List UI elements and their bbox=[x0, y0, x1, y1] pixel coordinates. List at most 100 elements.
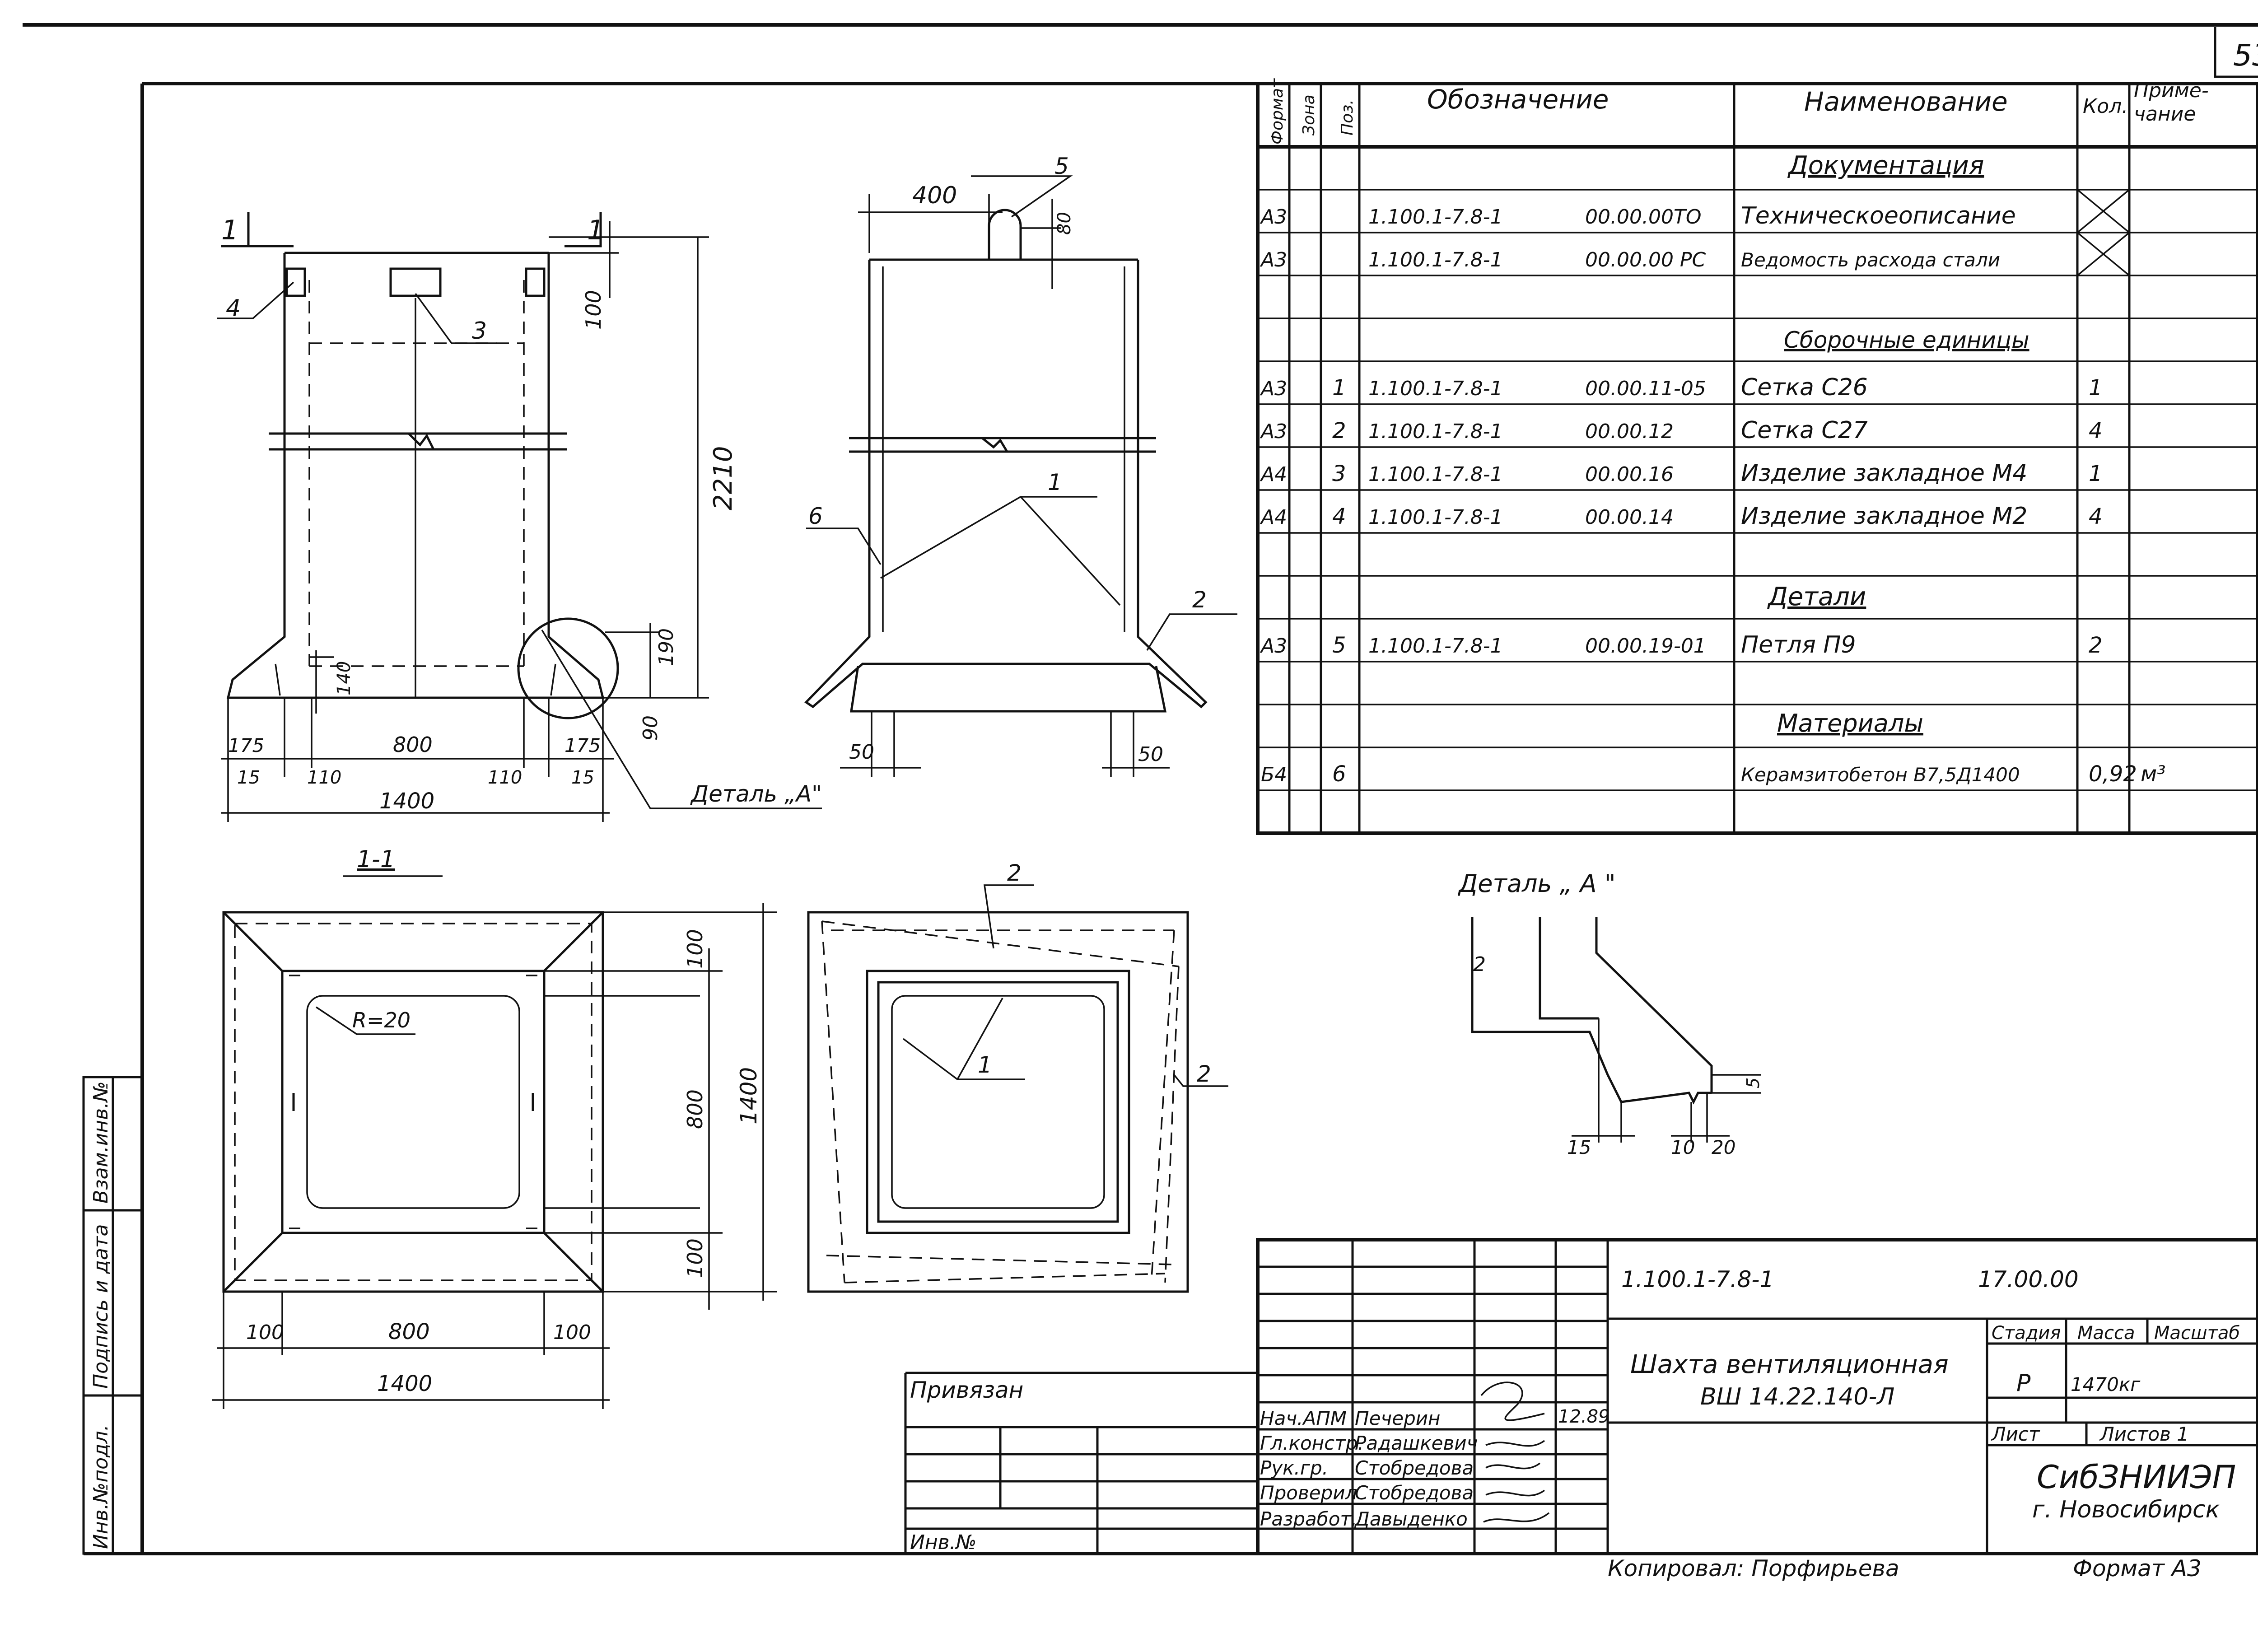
section-details: Детали bbox=[1767, 582, 1866, 611]
dim-1400-vert: 1400 bbox=[736, 1067, 762, 1125]
spec-cell-pos: 2 bbox=[1332, 418, 1346, 443]
tb-title-line2: ВШ 14.22.140-Л bbox=[1700, 1383, 1894, 1410]
tb-org: СибЗНИИЭП bbox=[2037, 1459, 2236, 1496]
dim-175-right: 175 bbox=[564, 734, 601, 756]
dim-50-right: 50 bbox=[1138, 743, 1163, 766]
tb-person: Печерин bbox=[1355, 1407, 1441, 1429]
crossed-qty-cells bbox=[2076, 189, 2130, 276]
tb-role: Проверил bbox=[1260, 1482, 1357, 1504]
tb-roles: Нач.АПМ ПечеринГл.констр.РадашкевичРук.гр… bbox=[1260, 1407, 1478, 1530]
stamp-replace-label: Взам.инв.№ bbox=[89, 1081, 112, 1204]
spec-cell-name: Изделие закладное М2 bbox=[1741, 503, 2027, 530]
dim-100-bottom: 100 bbox=[683, 1238, 707, 1278]
spec-cell-format: А3 bbox=[1260, 248, 1287, 271]
side-view: 5 6 1 2 400 80 50 50 bbox=[804, 153, 1237, 777]
sheet-number: 53 bbox=[2233, 38, 2258, 73]
tb-title-line1: Шахта вентиляционная bbox=[1630, 1350, 1949, 1379]
spec-cell-code: 1.100.1-7.8-1 bbox=[1368, 377, 1503, 400]
dim-400: 400 bbox=[912, 182, 957, 209]
spec-cell-note: м³ bbox=[2141, 761, 2165, 787]
callout-3: 3 bbox=[472, 317, 487, 345]
dim-80: 80 bbox=[1054, 212, 1075, 235]
tb-person: Радашкевич bbox=[1355, 1432, 1478, 1454]
inv-no-label: Инв.№ bbox=[910, 1531, 976, 1554]
spec-cell-code: 1.100.1-7.8-1 bbox=[1368, 420, 1503, 443]
section-documentation: Документация bbox=[1787, 151, 1984, 180]
embedded-part-m4 bbox=[389, 267, 442, 297]
spec-cell-sub: 00.00.11-05 bbox=[1585, 377, 1706, 400]
spec-cell-code: 1.100.1-7.8-1 bbox=[1368, 635, 1503, 658]
spec-cell-sub: 00.00.19-01 bbox=[1585, 635, 1706, 658]
embedded-part-m2 bbox=[285, 267, 306, 297]
tb-role: Нач.АПМ bbox=[1260, 1407, 1347, 1429]
title-block: Привязан Инв.№ 1.100.1-7.8-1 17.00.00 Ша… bbox=[904, 1238, 2258, 1582]
dim-800: 800 bbox=[393, 733, 433, 757]
dim-15-left: 15 bbox=[237, 767, 260, 788]
dim-100-right: 100 bbox=[553, 1321, 591, 1344]
tb-person: Стобредова bbox=[1355, 1482, 1474, 1504]
spec-cell-qty: 1 bbox=[2089, 461, 2103, 486]
dim-1400-front: 1400 bbox=[379, 789, 434, 814]
header-note: Приме-чание bbox=[2134, 79, 2209, 126]
tb-scale-label: Масштаб bbox=[2154, 1323, 2240, 1344]
lifting-loop bbox=[988, 209, 1022, 260]
dim-top-100: 100 bbox=[581, 290, 606, 330]
callout-1-plan: 1 bbox=[978, 1052, 992, 1078]
tb-copied: Копировал: Порфирьева bbox=[1608, 1555, 1899, 1582]
spec-cell-sub: 00.00.16 bbox=[1585, 463, 1674, 486]
dim-175-left: 175 bbox=[228, 734, 264, 756]
spec-cell-qty: 4 bbox=[2089, 418, 2103, 443]
spec-cell-sub: 00.00.12 bbox=[1585, 420, 1674, 443]
spec-table: Формат Зона Поз. Обозначение Наименовани… bbox=[1256, 78, 2258, 835]
spec-cell-name: Керамзитобетон В7,5Д1400 bbox=[1741, 764, 2020, 786]
header-format: Формат bbox=[1268, 78, 1287, 145]
tb-mass: 1470кг bbox=[2071, 1373, 2141, 1395]
dim-140: 140 bbox=[334, 661, 355, 695]
tb-date: 12.89 bbox=[1558, 1406, 1610, 1427]
spec-cell-pos: 3 bbox=[1332, 461, 1346, 486]
tb-role: Гл.констр. bbox=[1260, 1432, 1364, 1454]
tb-city: г. Новосибирск bbox=[2032, 1496, 2220, 1523]
detail-dim-10: 10 bbox=[1671, 1136, 1695, 1158]
spec-cell-code: 1.100.1-7.8-1 bbox=[1368, 506, 1503, 529]
spec-cell-qty: 0,92 bbox=[2089, 761, 2137, 787]
dim-800-horiz: 800 bbox=[388, 1319, 430, 1344]
section-assemblies: Сборочные единицы bbox=[1784, 327, 2029, 353]
dim-1400-horiz: 1400 bbox=[377, 1371, 432, 1396]
spec-cell-name: Ведомость расхода стали bbox=[1741, 249, 2000, 271]
spec-cell-qty: 4 bbox=[2089, 504, 2103, 529]
dim-height-2210: 2210 bbox=[709, 446, 738, 510]
callout-2-top: 2 bbox=[1007, 860, 1022, 886]
signatures bbox=[1480, 1381, 1550, 1523]
header-name: Наименование bbox=[1804, 86, 2008, 117]
spec-cell-format: А3 bbox=[1260, 205, 1287, 229]
spec-cell-format: А4 bbox=[1260, 506, 1287, 529]
dim-90: 90 bbox=[639, 715, 662, 741]
tb-person: Давыденко bbox=[1354, 1508, 1468, 1530]
dim-190: 190 bbox=[655, 628, 678, 666]
tb-designation: 1.100.1-7.8-1 bbox=[1621, 1266, 1774, 1293]
tb-stage-label: Стадия bbox=[1992, 1323, 2061, 1344]
callout-2-right: 2 bbox=[1197, 1061, 1211, 1087]
spec-cell-pos: 1 bbox=[1332, 375, 1346, 401]
spec-cell-name: Сетка С27 bbox=[1741, 417, 1868, 444]
spec-cell-name: Техническоеописание bbox=[1741, 202, 2016, 229]
section-mark-left: 1 bbox=[221, 215, 238, 246]
spec-cell-pos: 5 bbox=[1332, 633, 1346, 658]
spec-cell-format: А3 bbox=[1260, 635, 1287, 658]
spec-cell-pos: 4 bbox=[1332, 504, 1346, 529]
header-zone: Зона bbox=[1300, 94, 1318, 135]
plan-view: 2 2 1 bbox=[807, 860, 1228, 1293]
header-qty: Кол. bbox=[2083, 95, 2128, 118]
detail-a-label: Деталь „А" bbox=[690, 781, 822, 807]
radius-label: R=20 bbox=[352, 1008, 411, 1032]
tb-sheets-label: Листов 1 bbox=[2099, 1423, 2189, 1445]
callout-4: 4 bbox=[226, 295, 241, 322]
tb-role: Рук.гр. bbox=[1260, 1457, 1328, 1479]
section-mark-right: 1 bbox=[587, 215, 604, 246]
header-designation: Обозначение bbox=[1427, 84, 1609, 115]
tb-sheet-label: Лист bbox=[1991, 1423, 2040, 1445]
spec-cell-qty: 1 bbox=[2089, 375, 2103, 401]
dim-800-vert: 800 bbox=[683, 1089, 707, 1129]
